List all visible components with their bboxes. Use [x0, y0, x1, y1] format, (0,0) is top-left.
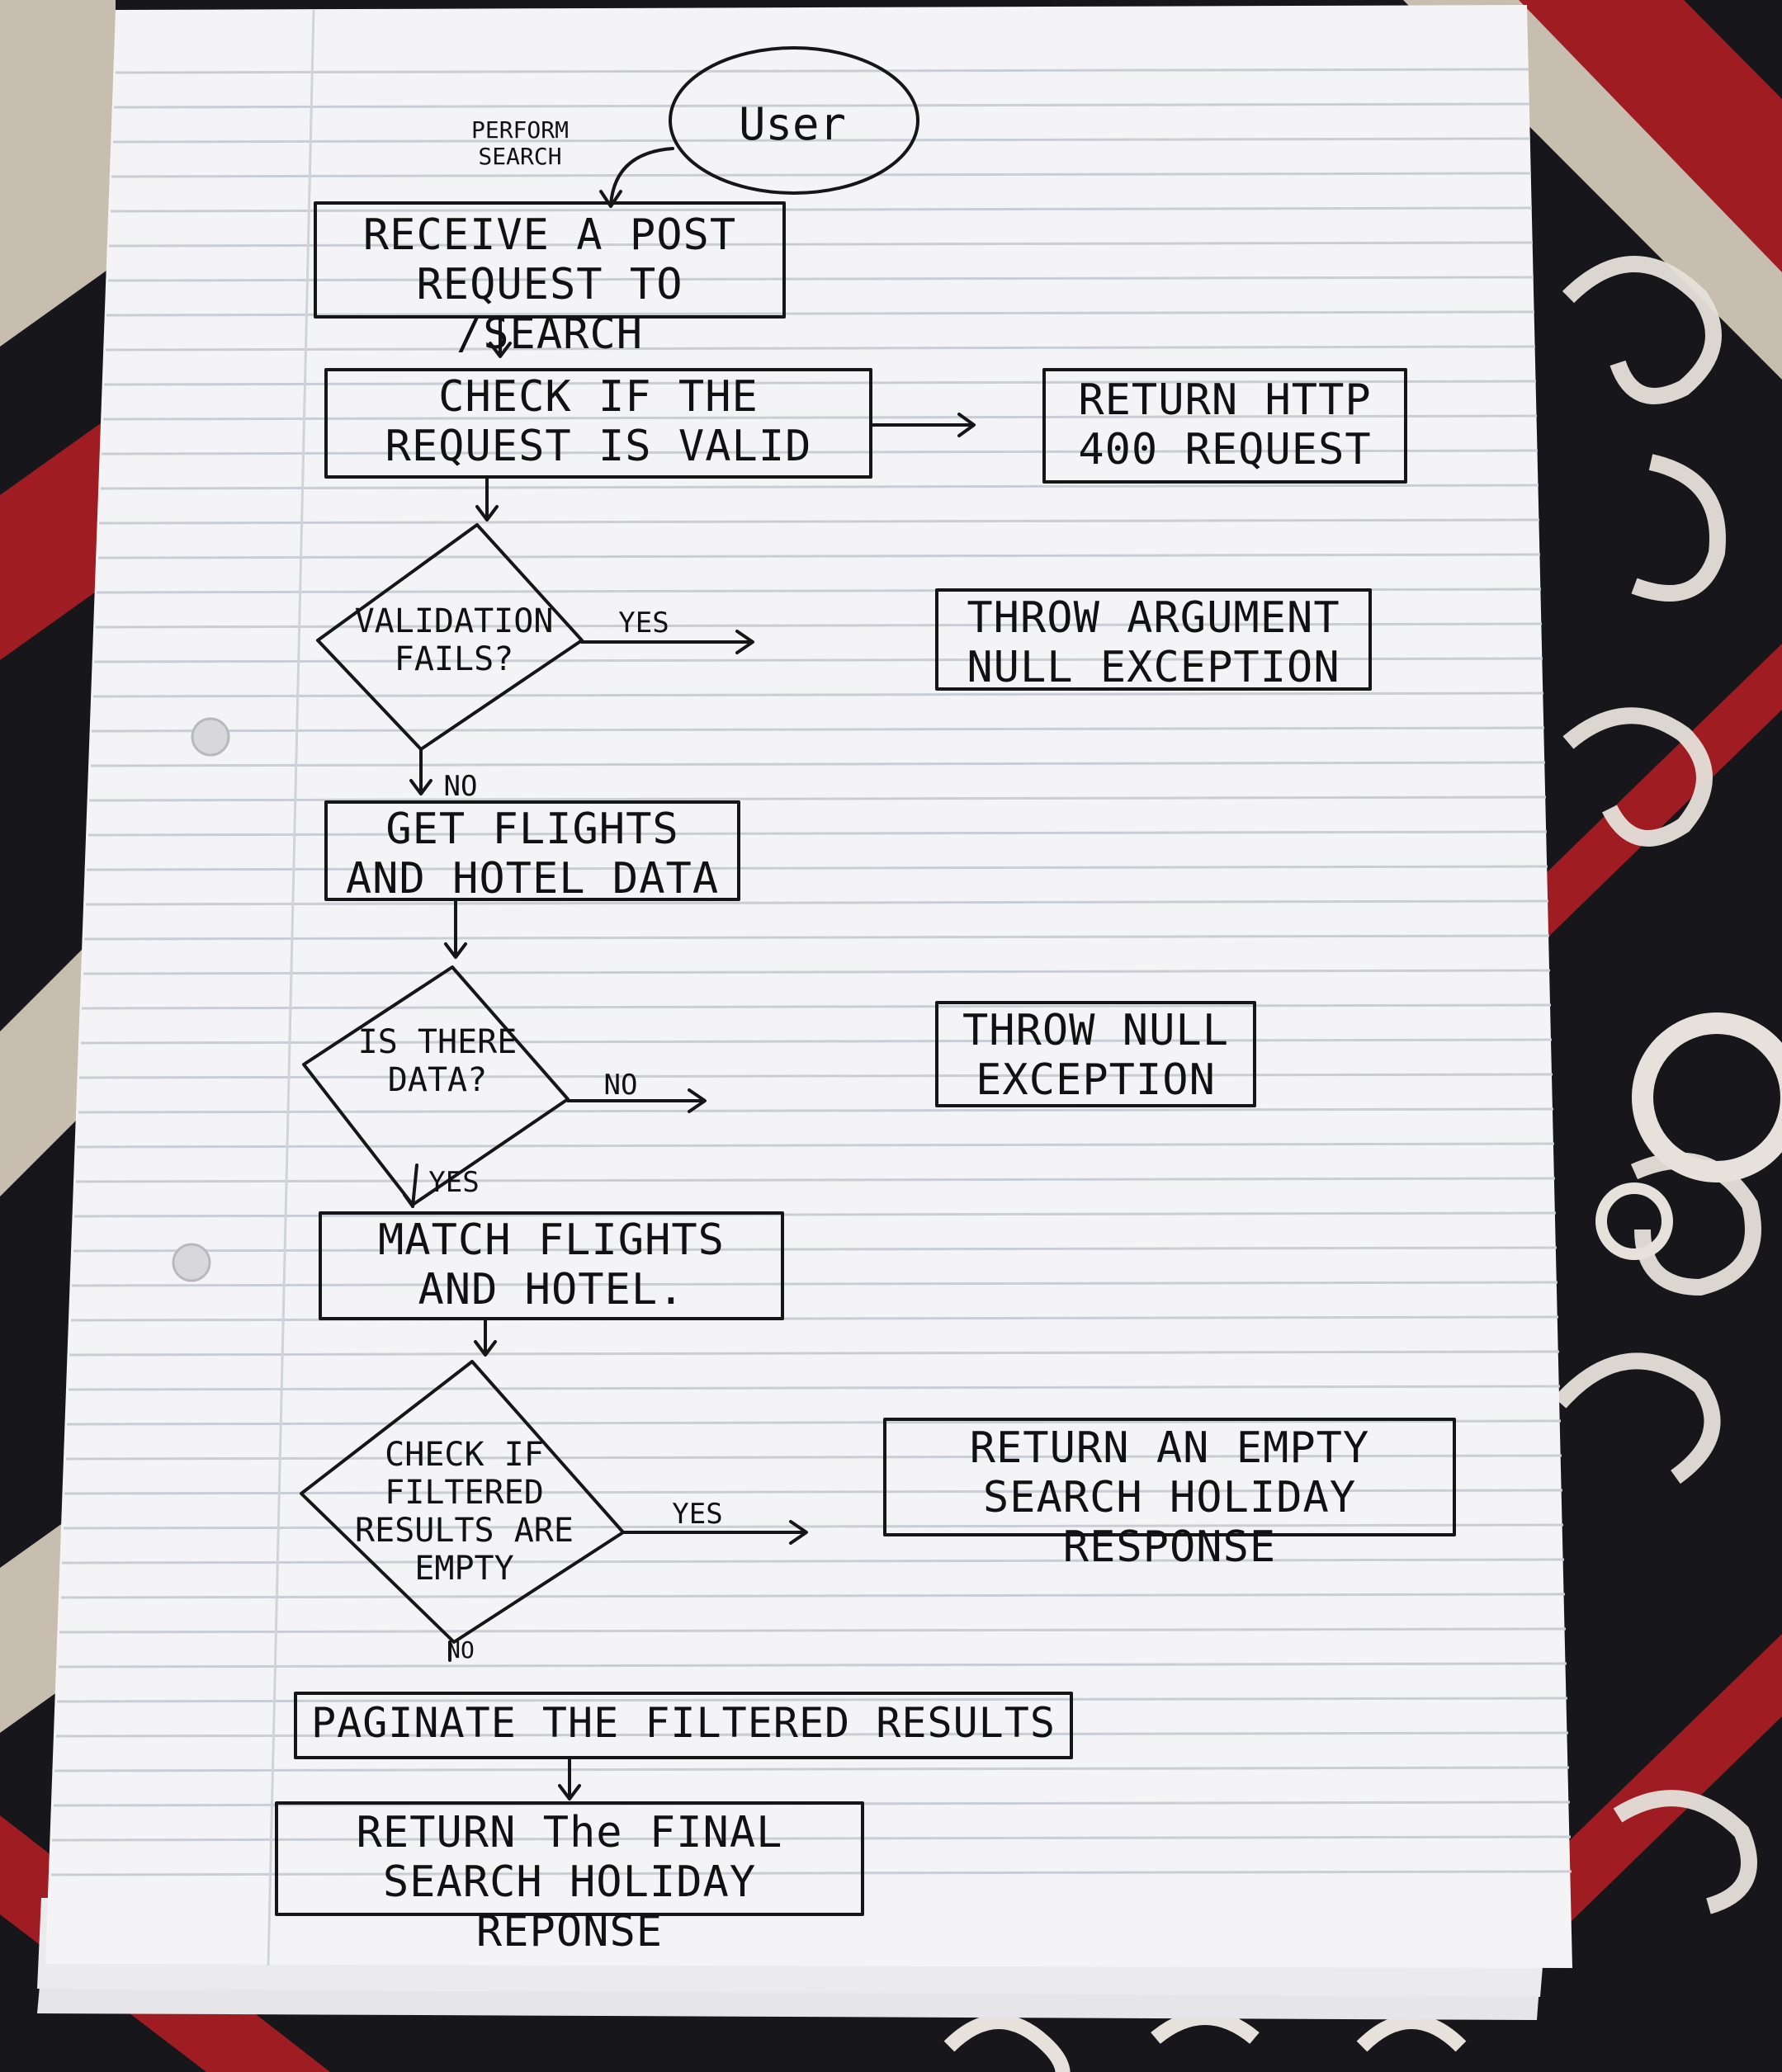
- perform-search-label: PERFORM SEARCH: [470, 116, 569, 171]
- match-box-shape: [319, 1211, 784, 1320]
- throw-null-step: THROW NULL EXCEPTION: [962, 1006, 1230, 1105]
- data-decision: IS THERE DATA?: [357, 1023, 518, 1099]
- user-node-shape: [669, 46, 919, 195]
- paginate-step: PAGINATE THE FILTERED RESULTS: [311, 1699, 1056, 1747]
- throw-null-box-shape: [935, 1001, 1256, 1107]
- receive-step: RECEIVE A POST REQUEST TO /SEARCH: [362, 210, 737, 359]
- validation-decision: VALIDATION FAILS?: [354, 602, 554, 678]
- validation-no-label: NO: [443, 770, 478, 803]
- match-step: MATCH FLIGHTS AND HOTEL.: [378, 1215, 725, 1314]
- throw-arg-null-box-shape: [935, 588, 1372, 691]
- return-final-step: RETURN The FINAL SEARCH HOLIDAY REPONSE: [356, 1808, 783, 1956]
- throw-arg-null-step: THROW ARGUMENT NULL EXCEPTION: [967, 593, 1340, 692]
- return-400-step: RETURN HTTP 400 REQUEST: [1078, 375, 1372, 474]
- receive-box-shape: [314, 201, 786, 319]
- check-valid-step: CHECK IF THE REQUEST IS VALID: [385, 372, 812, 471]
- user-node-label: User: [738, 98, 847, 150]
- paginate-box-shape: [294, 1692, 1073, 1759]
- get-data-step: GET FLIGHTS AND HOTEL DATA: [345, 805, 720, 904]
- empty-decision: CHECK IF FILTERED RESULTS ARE EMPTY: [355, 1436, 574, 1588]
- data-yes-label: YES: [428, 1166, 480, 1199]
- return-empty-box-shape: [883, 1418, 1456, 1536]
- return-final-box-shape: [275, 1801, 864, 1916]
- data-no-label: NO: [603, 1069, 638, 1102]
- empty-no-label: NO: [447, 1636, 475, 1664]
- return-empty-step: RETURN AN EMPTY SEARCH HOLIDAY RESPONSE: [969, 1423, 1370, 1572]
- validation-yes-label: YES: [618, 606, 669, 640]
- return-400-box-shape: [1042, 368, 1407, 484]
- empty-yes-label: YES: [672, 1498, 723, 1531]
- empty-diamond-shape: [300, 1360, 625, 1644]
- get-data-box-shape: [324, 800, 740, 901]
